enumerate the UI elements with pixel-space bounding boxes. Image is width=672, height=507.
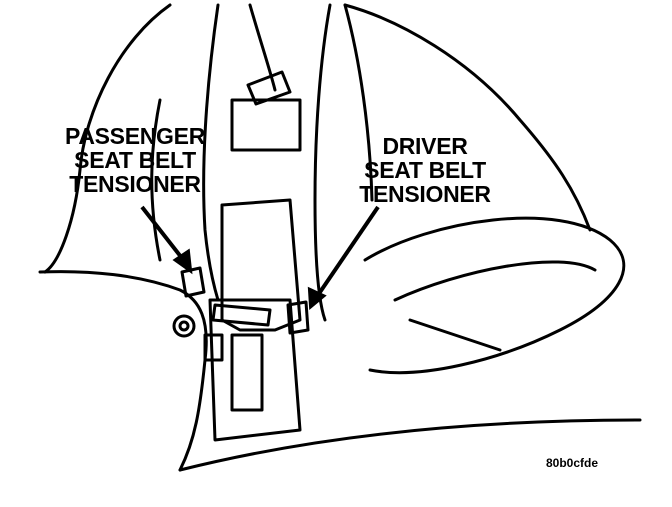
driver-tensioner-icon — [286, 300, 310, 335]
center-belt — [248, 3, 277, 92]
passenger-tensioner-label: PASSENGER SEAT BELT TENSIONER — [52, 124, 218, 196]
passenger-label-line-2: SEAT BELT — [74, 147, 196, 173]
driver-seat-outline — [313, 3, 332, 322]
passenger-seat-outline — [43, 3, 172, 274]
passenger-label-line-3: TENSIONER — [69, 171, 201, 197]
passenger-label-line-1: PASSENGER — [64, 123, 206, 149]
passenger-tensioner-icon — [180, 266, 206, 298]
figure-code: 80b0cfde — [546, 456, 599, 470]
buckle-icon — [172, 314, 196, 338]
driver-leader-arrow — [314, 205, 380, 300]
passenger-leader-arrow — [140, 205, 187, 264]
passenger-seat-edge — [202, 3, 220, 302]
steering-wheel — [363, 216, 626, 375]
driver-label-line-2: SEAT BELT — [364, 157, 486, 183]
driver-label-line-3: TENSIONER — [359, 181, 491, 207]
driver-tensioner-label: DRIVER SEAT BELT TENSIONER — [345, 134, 505, 206]
driver-label-line-1: DRIVER — [382, 133, 468, 159]
